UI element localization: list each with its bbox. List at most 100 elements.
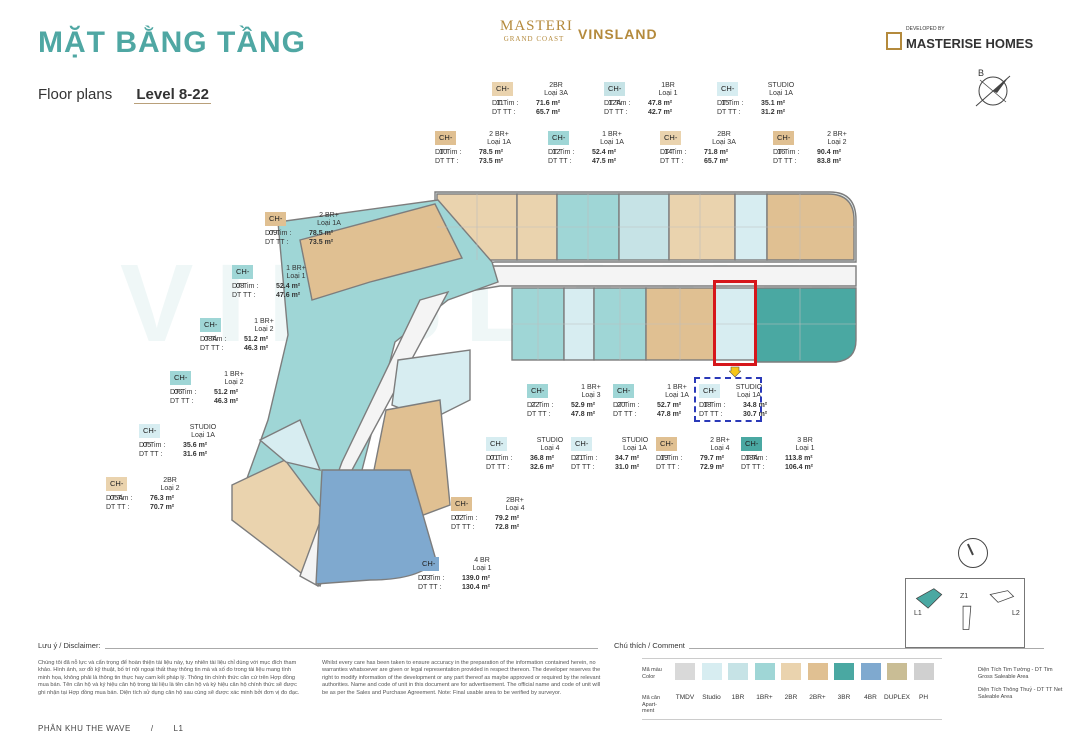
unit-loai: Loại 2 (160, 484, 180, 492)
dt-tim-label: DT Tim : (527, 402, 554, 409)
dt-tim-label: DT Tim : (548, 149, 575, 156)
legend-label: 3BR (837, 694, 851, 701)
legend-item: DUPLEX (884, 663, 910, 701)
disclaimer-vietnamese: Chúng tôi đã nỗ lực và cẩn trọng để hoàn… (38, 660, 300, 696)
key-map-label-z1: Z1 (960, 593, 969, 600)
legend-swatch (887, 663, 907, 680)
legend-swatch (754, 663, 775, 680)
legend-label: DUPLEX (884, 694, 911, 701)
unit-type: STUDIO (767, 82, 795, 89)
page-subtitle: Floor plans Level 8-22 (38, 86, 211, 104)
legend-item: PH (911, 663, 937, 701)
dt-tim-value: 139.0 m² (462, 575, 491, 582)
dt-tt-value: 83.8 m² (817, 157, 842, 165)
unit-code: CH-10 (435, 131, 457, 156)
unit-code: CH-21 (571, 437, 593, 462)
legend-label: 4BR (864, 694, 877, 701)
compass-icon: B (975, 68, 1011, 107)
dt-tt-label: DT TT : (660, 157, 684, 165)
unit-type: 2 BR+ (319, 212, 339, 219)
dt-tt-value: 31.6 m² (183, 450, 208, 458)
legend-item: 2BR+ (805, 663, 831, 701)
area-note-tim: Diện Tích Tim Tường - DT Tim Gross Salea… (978, 667, 1053, 680)
legend-item: Studio (699, 663, 725, 701)
dt-tt-value: 30.7 m² (743, 410, 768, 418)
developer-caption: DEVELOPED BY (906, 26, 945, 32)
dt-tt-value: 72.8 m² (495, 523, 520, 531)
unit-loai: Loại 1A (623, 444, 647, 452)
dt-tt-value: 73.5 m² (479, 157, 504, 165)
dt-tim-label: DT Tim : (604, 100, 631, 107)
unit-code: CH-01 (486, 437, 508, 462)
unit-type: 2 BR+ (710, 437, 730, 444)
unit-loai: Loại 4 (710, 444, 730, 452)
unit-code: CH-12A (604, 82, 626, 107)
unit-block-ch05 (258, 419, 322, 471)
legend-item: 3BR (831, 663, 857, 701)
dt-tim-value: 35.6 m² (183, 442, 208, 449)
key-map-block-z1 (962, 605, 972, 630)
unit-code: CH-05 (139, 424, 161, 449)
legend-swatch (807, 663, 828, 680)
unit-code: CH-18A (741, 437, 763, 462)
unit-code: CH-14 (660, 131, 682, 156)
unit-code: CH-03 (418, 557, 440, 582)
dt-tim-label: DT Tim : (200, 336, 227, 343)
dt-tt-label: DT TT : (604, 108, 628, 116)
area-note-tt: Diện Tích Thông Thuỷ - DT TT Net Saleabl… (978, 687, 1063, 700)
dt-tt-value: 42.7 m² (648, 108, 673, 116)
unit-type: 1 BR+ (602, 131, 622, 138)
dt-tt-label: DT TT : (656, 463, 680, 471)
dt-tim-label: DT Tim : (418, 575, 445, 582)
unit-code: CH-16 (773, 131, 795, 156)
legend-item: 2BR (778, 663, 804, 701)
dt-tt-value: 106.4 m² (785, 463, 814, 471)
legend-label: PH (918, 694, 929, 701)
unit-code: CH-15 (717, 82, 739, 107)
dt-tt-value: 46.3 m² (244, 344, 269, 352)
legend-swatch (860, 663, 881, 680)
dt-tim-value: 79.7 m² (700, 455, 725, 462)
dt-tt-label: DT TT : (486, 463, 510, 471)
unit-code: CH-18 (699, 384, 721, 409)
unit-loai: Loại 3 (581, 391, 601, 399)
unit-code: CH-02 (451, 497, 473, 522)
dt-tt-value: 47.6 m² (276, 291, 301, 299)
dt-tt-label: DT TT : (418, 583, 442, 591)
legend-swatch (701, 663, 722, 680)
selected-unit-label-highlight (694, 377, 762, 422)
legend-item: 1BR (725, 663, 751, 701)
unit-type: 1 BR+ (581, 384, 601, 391)
legend-item: TMDV (672, 663, 698, 701)
unit-loai: Loại 1 (472, 564, 492, 572)
footer-zone: PHÂN KHU THE WAVE (38, 724, 131, 733)
dt-tim-value: 76.3 m² (150, 495, 175, 502)
legend-title: Chú thích / Comment (614, 641, 689, 650)
dt-tim-value: 35.1 m² (761, 100, 786, 107)
disclaimer-english: Whilst every care has been taken to ensu… (322, 660, 601, 696)
legend-swatch (728, 663, 748, 680)
legend-swatch (781, 663, 801, 680)
dt-tt-label: DT TT : (232, 291, 256, 299)
dt-tim-value: 36.8 m² (530, 455, 555, 462)
dt-tt-label: DT TT : (451, 523, 475, 531)
unit-loai: Loại 1A (665, 391, 689, 399)
dt-tt-label: DT TT : (773, 157, 797, 165)
legend-label: 1BR (731, 694, 745, 701)
unit-type: 2BR+ (506, 497, 524, 504)
dt-tim-label: DT Tim : (613, 402, 640, 409)
legend-swatch (675, 663, 695, 680)
unit-type: STUDIO (735, 384, 763, 391)
unit-code: CH-06 (170, 371, 192, 396)
dt-tt-value: 46.3 m² (214, 397, 239, 405)
unit-type: 2BR (717, 131, 731, 138)
unit-loai: Loại 1 (658, 89, 678, 97)
dt-tt-value: 47.5 m² (592, 157, 617, 165)
dt-tim-label: DT Tim : (486, 455, 513, 462)
unit-type: STUDIO (189, 424, 217, 431)
dt-tim-value: 90.4 m² (817, 149, 842, 156)
unit-type: 1 BR+ (224, 371, 244, 378)
dt-tt-label: DT TT : (435, 157, 459, 165)
